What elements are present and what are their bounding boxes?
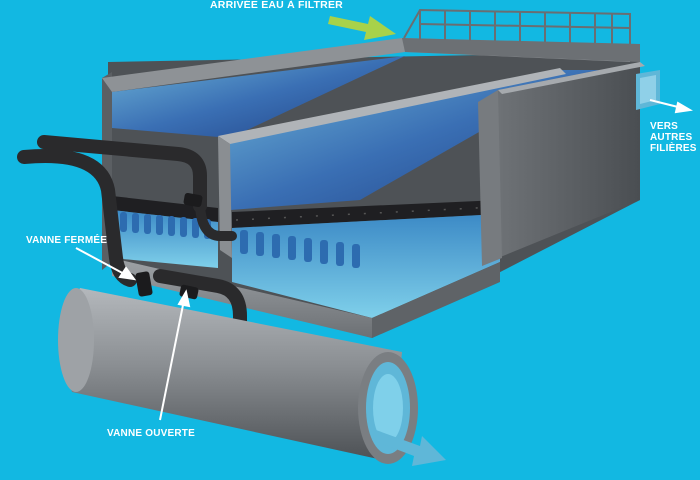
railing <box>404 10 630 44</box>
outlet-label-line: FILIÈRES <box>650 143 697 154</box>
outlet-label-line: VERS <box>650 121 697 132</box>
inlet-label: ARRIVÉE EAU À FILTRER <box>210 0 343 11</box>
right-wall-edge <box>478 90 502 266</box>
valve-open-label: VANNE OUVERTE <box>107 428 195 439</box>
outlet-label-line: AUTRES <box>650 132 697 143</box>
valve-closed-label: VANNE FERMÉE <box>26 235 107 246</box>
collector-pipe-end-left <box>58 288 94 392</box>
right-wall <box>498 62 640 258</box>
outlet-label: VERS AUTRES FILIÈRES <box>650 121 697 154</box>
green-arrow-icon <box>328 16 396 40</box>
